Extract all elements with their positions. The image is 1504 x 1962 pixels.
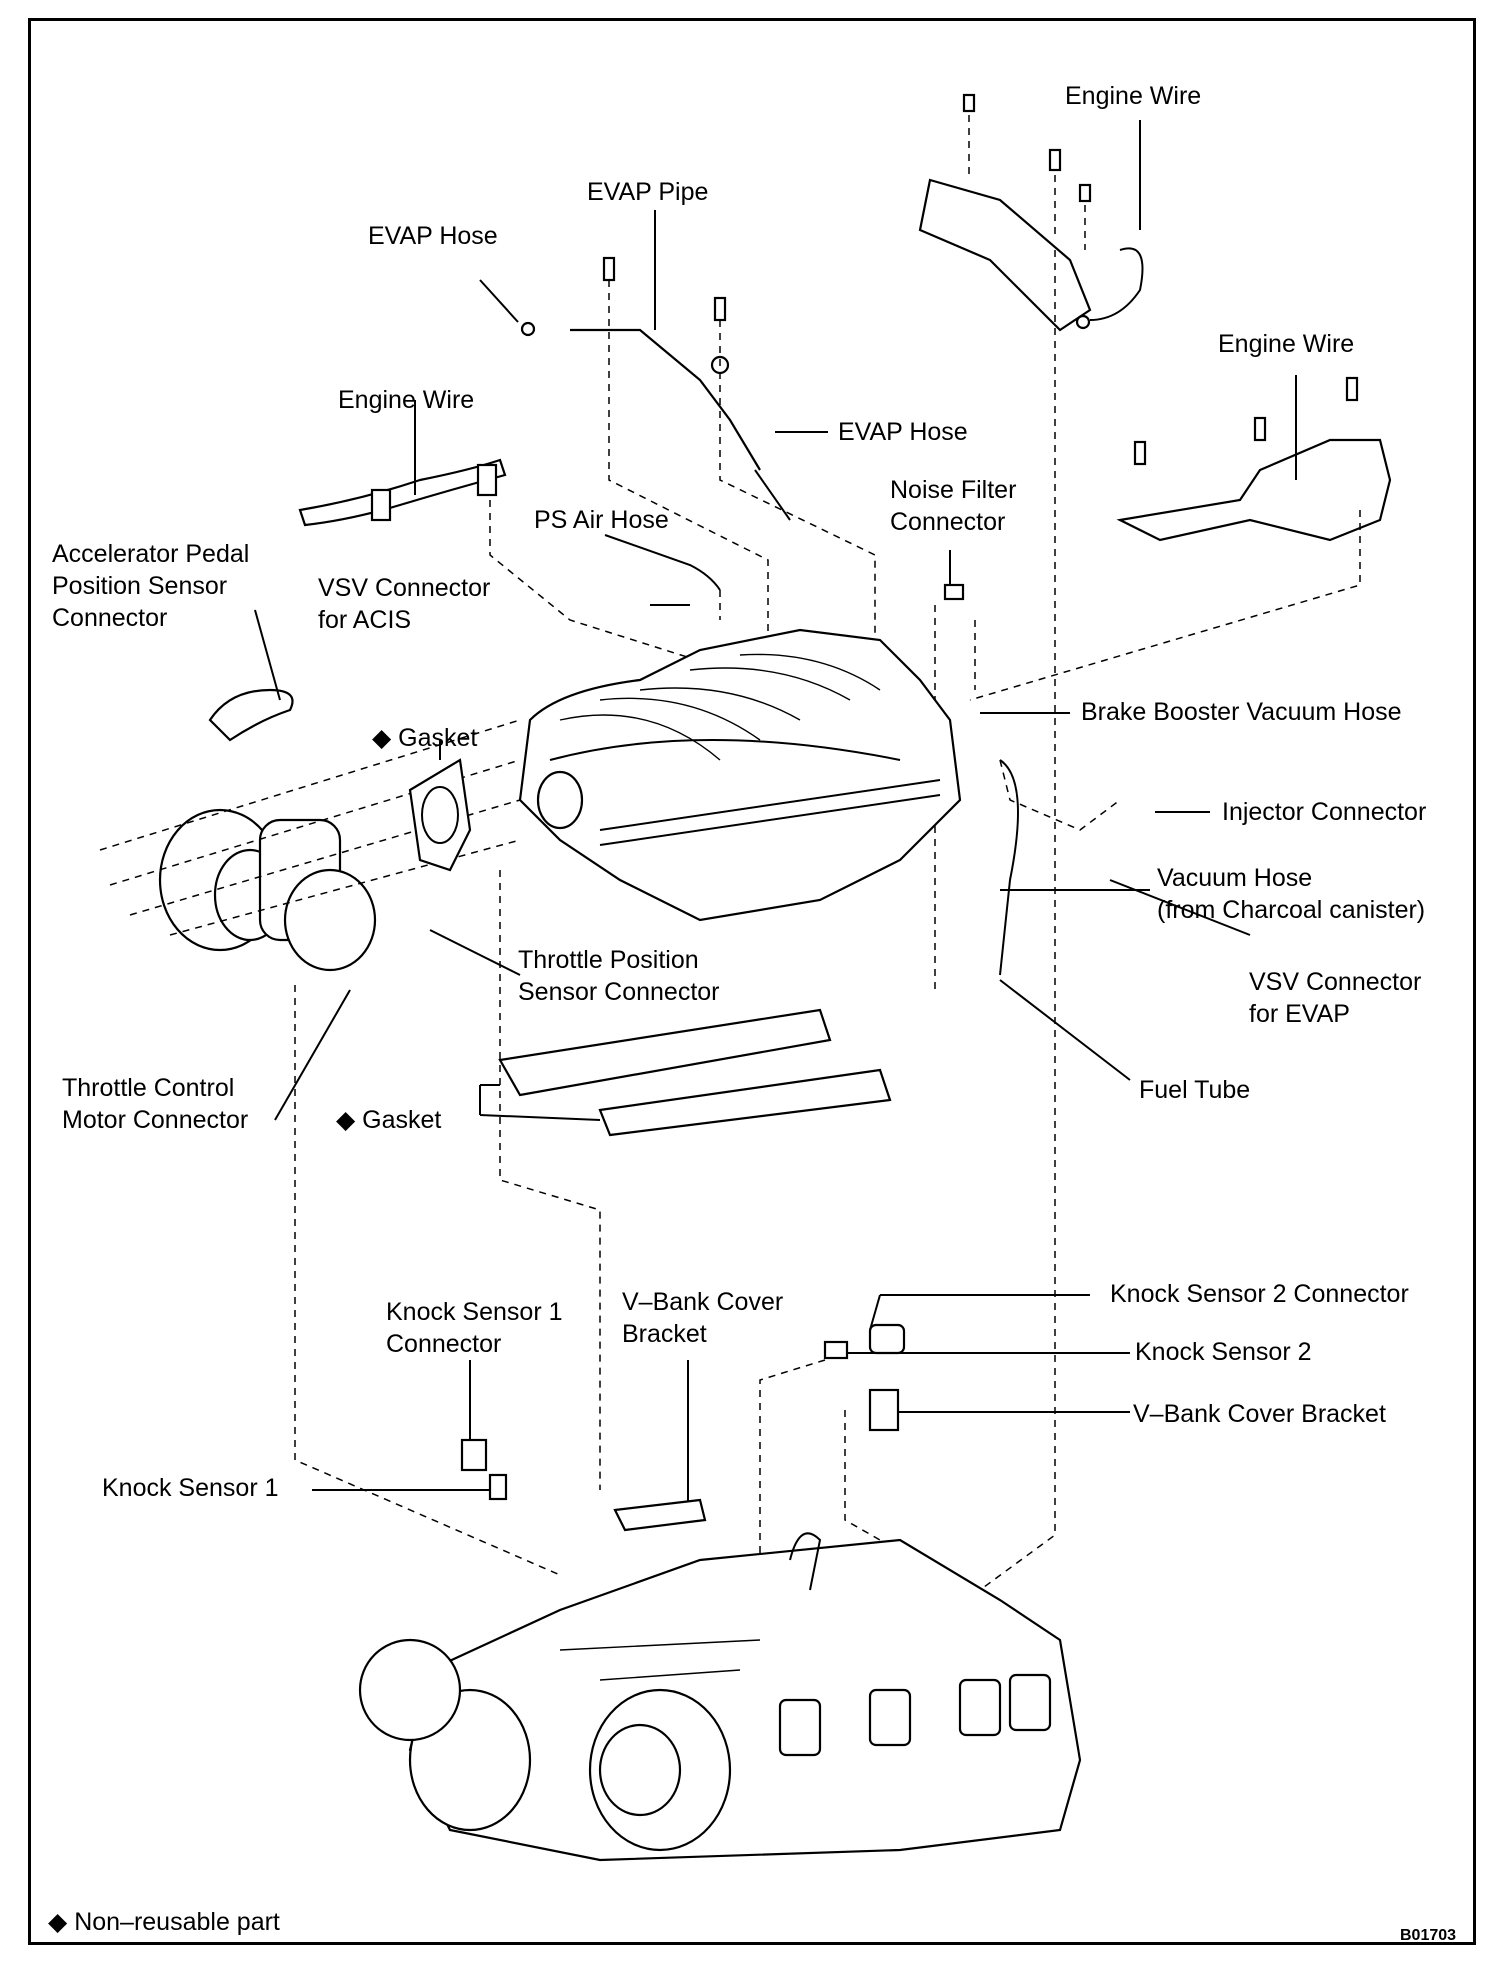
- label-knock-sensor-1-connector-2: Connector: [386, 1330, 502, 1358]
- label-vacuum-hose-2: (from Charcoal canister): [1157, 896, 1426, 924]
- label-tps-connector-2: Sensor Connector: [518, 978, 720, 1006]
- non-reusable-diamond-icon: ◆: [48, 1908, 68, 1936]
- label-knock-sensor-2-connector: Knock Sensor 2 Connector: [1110, 1280, 1409, 1308]
- label-accel-pedal-3: Connector: [52, 604, 168, 632]
- engine-wire-right-part: [1116, 376, 1392, 542]
- label-knock-sensor-1-connector-1: Knock Sensor 1: [386, 1298, 563, 1326]
- label-vacuum-hose-1: Vacuum Hose: [1157, 864, 1313, 892]
- label-brake-booster-vacuum-hose: Brake Booster Vacuum Hose: [1081, 698, 1402, 726]
- label-noise-filter-connector-2: Connector: [890, 508, 1006, 536]
- non-reusable-diamond-icon: ◆: [372, 724, 399, 752]
- label-accel-pedal-1: Accelerator Pedal: [52, 540, 250, 568]
- label-tps-connector-1: Throttle Position: [518, 946, 699, 974]
- label-gasket-upper: ◆ Gasket: [372, 724, 478, 752]
- diagram-frame: [28, 18, 1476, 1945]
- label-engine-wire-top: Engine Wire: [1065, 82, 1202, 110]
- label-vsv-acis-2: for ACIS: [318, 606, 412, 634]
- label-fuel-tube: Fuel Tube: [1139, 1076, 1251, 1104]
- label-evap-hose-right: EVAP Hose: [838, 418, 968, 446]
- lower-gasket-part: [498, 1008, 892, 1137]
- label-vsv-evap-1: VSV Connector: [1249, 968, 1422, 996]
- label-engine-wire-left: Engine Wire: [338, 386, 475, 414]
- upper-gasket-part: [408, 758, 472, 872]
- label-evap-pipe: EVAP Pipe: [587, 178, 709, 206]
- label-engine-wire-right: Engine Wire: [1218, 330, 1355, 358]
- label-injector-connector: Injector Connector: [1222, 798, 1427, 826]
- engine-wire-top-part: [918, 93, 1144, 332]
- intake-manifold-part: [518, 628, 962, 922]
- legend: ◆ Non–reusable part: [48, 1906, 280, 1938]
- legend-text: Non–reusable part: [74, 1908, 280, 1936]
- label-vsv-evap-2: for EVAP: [1249, 1000, 1350, 1028]
- label-vbank-bracket-right: V–Bank Cover Bracket: [1133, 1400, 1386, 1428]
- label-gasket-lower: ◆ Gasket: [336, 1106, 442, 1134]
- label-throttle-control-motor-2: Motor Connector: [62, 1106, 249, 1134]
- label-knock-sensor-2: Knock Sensor 2: [1135, 1338, 1312, 1366]
- throttle-body-part: [158, 688, 377, 972]
- label-vbank-bracket-left-1: V–Bank Cover: [622, 1288, 784, 1316]
- label-vbank-bracket-left-2: Bracket: [622, 1320, 707, 1348]
- label-vsv-acis-1: VSV Connector: [318, 574, 491, 602]
- figure-code: B01703: [1400, 1927, 1457, 1944]
- engine-block-part: [358, 1532, 1082, 1862]
- label-accel-pedal-2: Position Sensor: [52, 572, 228, 600]
- engine-wire-left-part: [298, 458, 507, 527]
- label-ps-air-hose: PS Air Hose: [534, 506, 669, 534]
- label-evap-hose-left: EVAP Hose: [368, 222, 498, 250]
- label-throttle-control-motor-1: Throttle Control: [62, 1074, 235, 1102]
- evap-pipe-part: [520, 256, 791, 521]
- non-reusable-diamond-icon: ◆: [336, 1106, 363, 1134]
- label-noise-filter-connector-1: Noise Filter: [890, 476, 1017, 504]
- label-knock-sensor-1: Knock Sensor 1: [102, 1474, 279, 1502]
